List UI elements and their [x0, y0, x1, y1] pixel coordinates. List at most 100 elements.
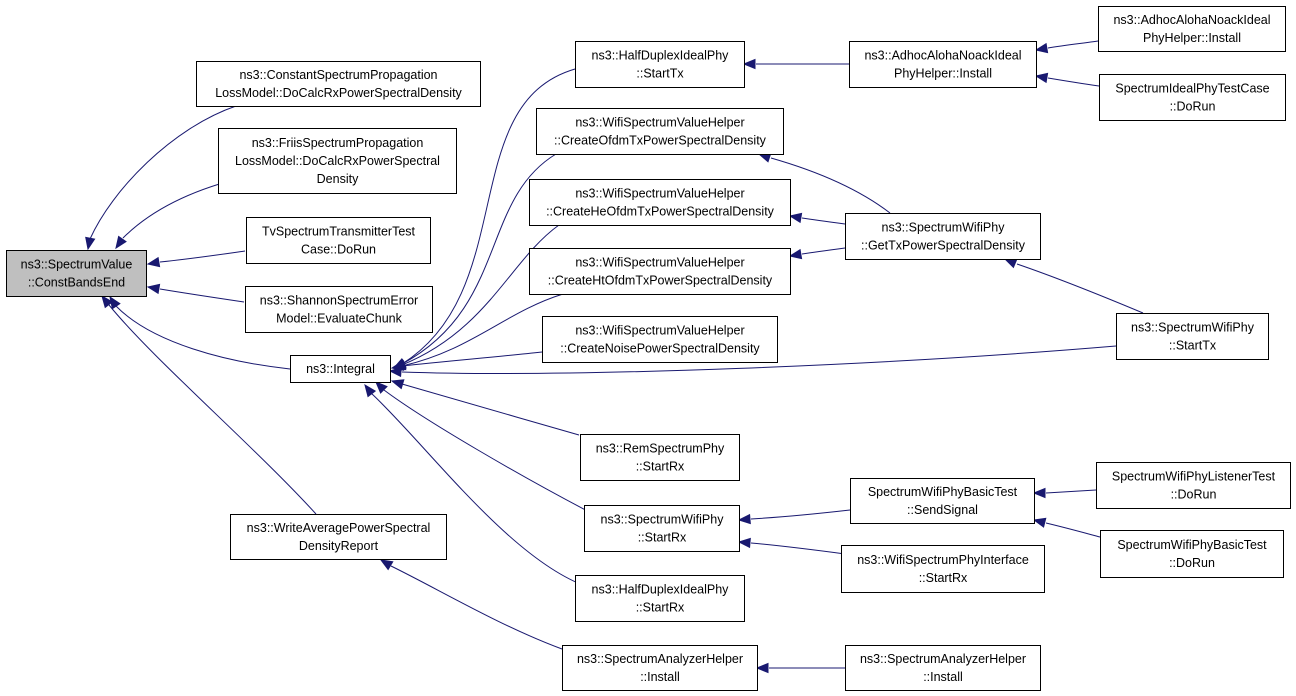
node-box — [1100, 530, 1284, 578]
node-label-line: ::CreateNoisePowerSpectralDensity — [560, 342, 760, 356]
node-label-line: SpectrumWifiPhyBasicTest — [868, 485, 1018, 499]
node-label-line: ns3::SpectrumWifiPhy — [601, 513, 725, 527]
node-label-line: ::Install — [640, 670, 680, 684]
graph-node[interactable]: ns3::HalfDuplexIdealPhy::StartRx — [575, 575, 745, 622]
node-label-line: ns3::AdhocAlohaNoackIdeal — [864, 49, 1021, 63]
node-label-line: ns3::Integral — [306, 362, 375, 376]
node-label-line: ns3::ConstantSpectrumPropagation — [239, 68, 437, 82]
node-label-line: PhyHelper::Install — [1143, 31, 1241, 45]
node-box — [584, 505, 740, 552]
node-label-line: ns3::SpectrumValue — [21, 258, 133, 272]
arrowhead — [1034, 72, 1049, 84]
node-label-line: ::Install — [923, 670, 963, 684]
node-box — [575, 41, 745, 88]
edge-n17-n8 — [757, 152, 891, 214]
edge-n12-n5 — [390, 379, 580, 436]
node-box — [845, 645, 1041, 691]
edge-line — [1045, 522, 1101, 538]
node-label-line: ::StartTx — [636, 67, 684, 81]
graph-node[interactable]: SpectrumWifiPhyListenerTest::DoRun — [1096, 462, 1291, 509]
node-label-line: ::StartRx — [636, 601, 685, 615]
arrowhead — [390, 379, 405, 390]
edge-n18-n13 — [737, 509, 851, 525]
arrowhead — [1003, 258, 1018, 269]
edge-n22-n16 — [1034, 72, 1100, 87]
graph-node[interactable]: ns3::AdhocAlohaNoackIdealPhyHelper::Inst… — [849, 41, 1037, 88]
node-box — [230, 514, 447, 560]
graph-node[interactable]: ns3::RemSpectrumPhy::StartRx — [580, 434, 740, 481]
edge-line — [383, 389, 598, 517]
node-box — [1096, 462, 1291, 509]
edge-n6-n0 — [101, 294, 317, 515]
root-node: ns3::SpectrumValue::ConstBandsEnd — [6, 250, 147, 297]
node-label-line: Density — [317, 172, 359, 186]
node-box — [845, 213, 1041, 260]
node-label-line: ns3::WifiSpectrumValueHelper — [575, 187, 744, 201]
edge-n25-n18 — [1032, 517, 1101, 538]
edge-line — [401, 153, 557, 365]
node-label-line: ::SendSignal — [907, 503, 978, 517]
edge-n13-n5 — [375, 381, 598, 517]
edge-n24-n18 — [1032, 487, 1097, 499]
arrowhead — [115, 235, 127, 250]
node-box — [1116, 313, 1269, 360]
node-label-line: ns3::WifiSpectrumValueHelper — [575, 324, 744, 338]
node-label-line: ns3::RemSpectrumPhy — [596, 442, 725, 456]
graph-node[interactable]: ns3::HalfDuplexIdealPhy::StartTx — [575, 41, 745, 88]
graph-node[interactable]: ns3::ConstantSpectrumPropagationLossMode… — [196, 61, 481, 107]
node-label-line: ns3::ShannonSpectrumError — [260, 294, 418, 308]
edge-line — [115, 305, 291, 370]
arrowhead — [1032, 487, 1046, 499]
edge-line — [770, 157, 891, 214]
node-box — [562, 645, 758, 691]
node-box — [6, 250, 147, 297]
graph-node[interactable]: ns3::SpectrumAnalyzerHelper::Install — [562, 645, 758, 691]
edge-line — [159, 288, 245, 303]
node-label-line: ::GetTxPowerSpectralDensity — [861, 239, 1026, 253]
edge-n3-n0 — [146, 250, 246, 268]
arrowhead — [788, 248, 803, 260]
node-label-line: ns3::SpectrumAnalyzerHelper — [860, 652, 1026, 666]
graph-node[interactable]: ns3::WifiSpectrumValueHelper::CreateHeOf… — [529, 179, 791, 226]
graph-node[interactable]: ns3::WifiSpectrumValueHelper::CreateNois… — [542, 316, 778, 363]
graph-node[interactable]: ns3::WifiSpectrumPhyInterface::StartRx — [841, 545, 1045, 593]
node-box — [1098, 6, 1286, 52]
graph-node[interactable]: ns3::WifiSpectrumValueHelper::CreateOfdm… — [536, 108, 784, 155]
node-label-line: ns3::SpectrumAnalyzerHelper — [577, 652, 743, 666]
node-label-line: ::DoRun — [1170, 100, 1216, 114]
edge-n15-n6 — [379, 559, 563, 650]
graph-node[interactable]: ns3::SpectrumWifiPhy::StartRx — [584, 505, 740, 552]
graph-node[interactable]: SpectrumWifiPhyBasicTest::SendSignal — [850, 478, 1035, 524]
graph-node[interactable]: ns3::SpectrumWifiPhy::GetTxPowerSpectral… — [845, 213, 1041, 260]
edge-n1-n0 — [85, 105, 237, 251]
node-label-line: ns3::HalfDuplexIdealPhy — [592, 49, 730, 63]
node-label-line: ns3::AdhocAlohaNoackIdeal — [1113, 13, 1270, 27]
node-box — [575, 575, 745, 622]
node-box — [536, 108, 784, 155]
edge-n20-n15 — [755, 662, 845, 674]
graph-node[interactable]: SpectrumWifiPhyBasicTest::DoRun — [1100, 530, 1284, 578]
graph-node[interactable]: ns3::Integral — [290, 355, 391, 383]
graph-node[interactable]: ns3::FriisSpectrumPropagationLossModel::… — [218, 128, 457, 194]
graph-node[interactable]: ns3::ShannonSpectrumErrorModel::Evaluate… — [245, 286, 433, 333]
arrowhead — [146, 283, 161, 295]
node-label-line: ::CreateHeOfdmTxPowerSpectralDensity — [546, 205, 775, 219]
graph-node[interactable]: ns3::SpectrumWifiPhy::StartTx — [1116, 313, 1269, 360]
arrowhead — [364, 383, 377, 398]
node-label-line: ns3::SpectrumWifiPhy — [882, 221, 1006, 235]
node-label-line: LossModel::DoCalcRxPowerSpectralDensity — [215, 86, 462, 100]
node-box — [246, 217, 431, 264]
node-label-line: SpectrumIdealPhyTestCase — [1115, 82, 1269, 96]
edge-n23-n5 — [388, 345, 1117, 378]
graph-node[interactable]: ns3::AdhocAlohaNoackIdealPhyHelper::Inst… — [1098, 6, 1286, 52]
edge-line — [401, 293, 564, 367]
edge-line — [370, 392, 589, 588]
graph-node[interactable]: ns3::SpectrumAnalyzerHelper::Install — [845, 645, 1041, 691]
graph-node[interactable]: ns3::WriteAveragePowerSpectralDensityRep… — [230, 514, 447, 560]
graph-node[interactable]: ns3::WifiSpectrumValueHelper::CreateHtOf… — [529, 248, 791, 295]
edge-line — [159, 250, 246, 263]
graph-node[interactable]: SpectrumIdealPhyTestCase::DoRun — [1099, 74, 1286, 121]
node-label-line: ::CreateOfdmTxPowerSpectralDensity — [554, 134, 767, 148]
